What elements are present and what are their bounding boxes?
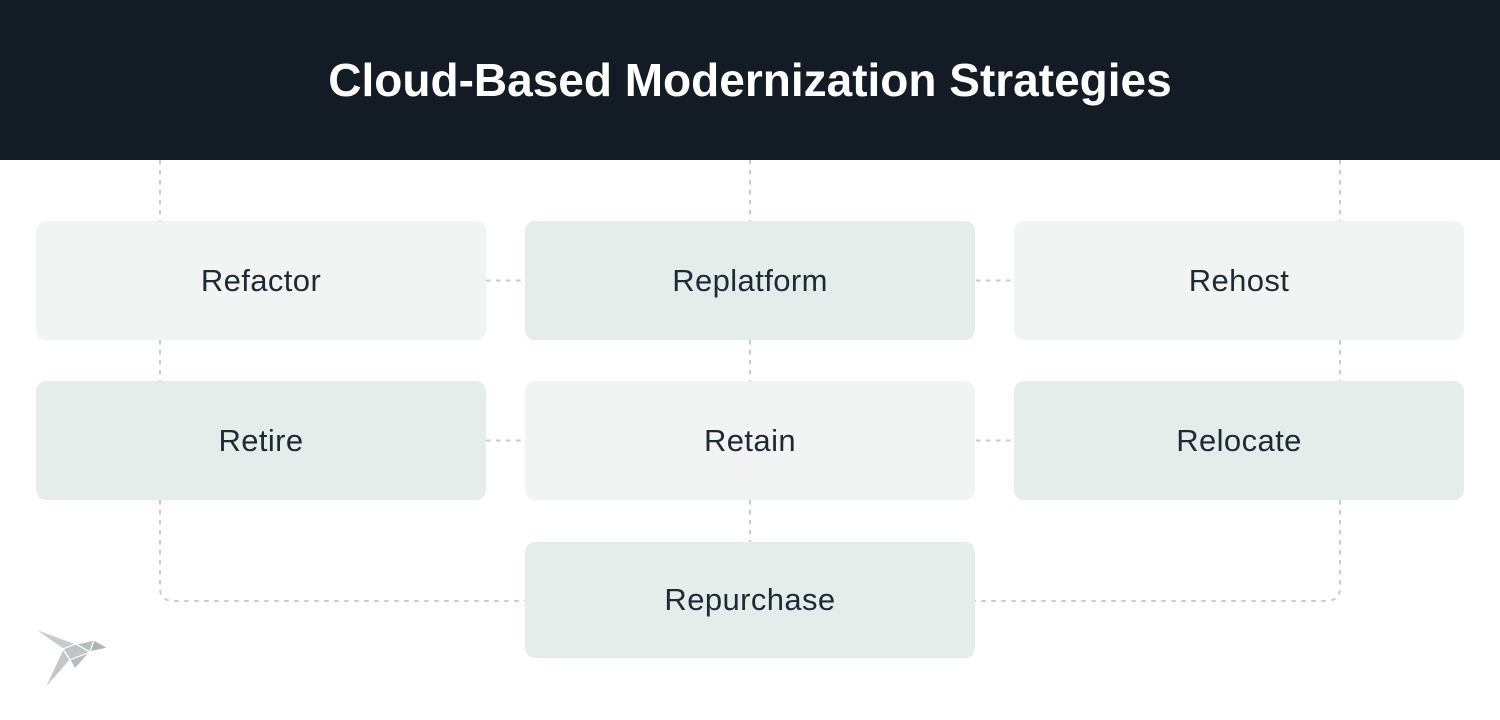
strategy-box-retain: Retain: [525, 381, 975, 500]
strategy-label: Repurchase: [664, 582, 836, 617]
strategy-box-relocate: Relocate: [1014, 381, 1464, 500]
strategy-label: Refactor: [200, 262, 322, 298]
strategy-label: Retire: [218, 422, 304, 458]
page-title: Cloud-Based Modernization Strategies: [328, 54, 1172, 106]
strategy-box-replatform: Replatform: [525, 221, 975, 340]
strategy-box-refactor: Refactor: [36, 221, 486, 340]
bird-beak-facet: [89, 639, 110, 653]
strategy-label: Rehost: [1188, 262, 1290, 298]
strategy-label: Replatform: [672, 262, 828, 298]
strategy-box-rehost: Rehost: [1014, 221, 1464, 340]
origami-bird-logo-icon: [32, 627, 110, 691]
strategy-box-repurchase: Repurchase: [525, 542, 975, 658]
bird-tail-facet: [43, 647, 71, 691]
header-banner: Cloud-Based Modernization Strategies: [0, 0, 1500, 160]
strategy-label: Retain: [703, 422, 796, 458]
strategy-box-retire: Retire: [36, 381, 486, 500]
strategy-label: Relocate: [1176, 422, 1302, 458]
bird-lower-facet: [69, 651, 91, 671]
